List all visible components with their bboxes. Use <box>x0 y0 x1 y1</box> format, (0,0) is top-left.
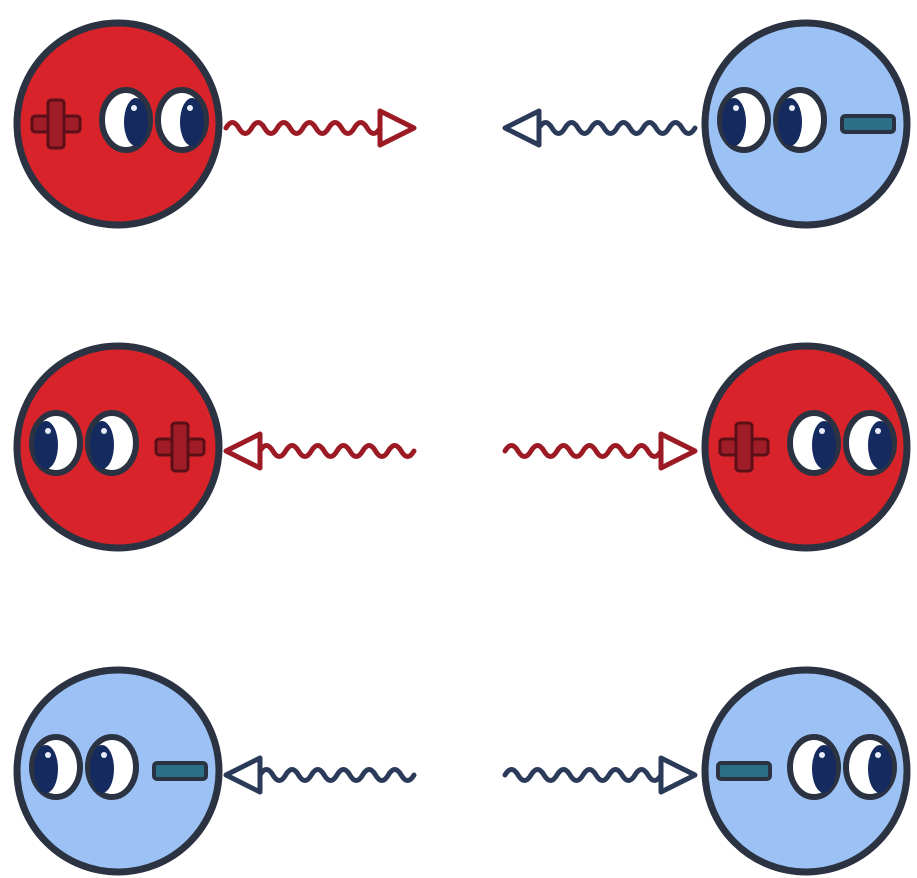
arrow-wave <box>502 443 664 459</box>
pupil <box>778 98 802 146</box>
pupil <box>90 421 114 469</box>
arrowhead-right-icon <box>658 755 698 795</box>
arrow-wave <box>502 767 664 783</box>
pupil <box>90 745 114 793</box>
pupil <box>180 98 204 146</box>
eye-glint <box>789 105 795 111</box>
pupil <box>812 421 836 469</box>
left-charge-negative <box>13 666 223 876</box>
plus-sign-icon <box>154 421 206 473</box>
pupil <box>812 745 836 793</box>
arrow-wave <box>257 767 417 783</box>
eye-glint <box>875 428 881 434</box>
plus-vertical-bar <box>734 421 754 473</box>
right-charge-negative <box>701 19 911 229</box>
arrowhead-left-icon <box>223 755 263 795</box>
eye-left <box>787 410 841 476</box>
minus-sign-icon <box>716 761 772 781</box>
pupil <box>124 98 148 146</box>
arrowhead-right-icon <box>658 431 698 471</box>
left-force-arrow <box>223 431 417 471</box>
eye-glint <box>131 105 137 111</box>
right-charge-negative <box>701 666 911 876</box>
right-force-arrow <box>502 755 698 795</box>
plus-vertical-bar <box>46 98 66 150</box>
eye-right <box>843 410 897 476</box>
eye-right <box>85 410 139 476</box>
right-force-arrow <box>502 108 698 148</box>
plus-sign-icon <box>718 421 770 473</box>
pupil <box>868 745 892 793</box>
arrowhead-left-icon <box>502 108 542 148</box>
arrow-wave <box>536 120 698 136</box>
left-force-arrow <box>223 755 417 795</box>
eye-glint <box>733 105 739 111</box>
eye-glint <box>45 752 51 758</box>
eye-left <box>787 734 841 800</box>
eye-right <box>843 734 897 800</box>
eye-glint <box>101 428 107 434</box>
eye-glint <box>101 752 107 758</box>
plus-sign-icon <box>30 98 82 150</box>
left-charge-positive <box>13 19 223 229</box>
pupil <box>34 421 58 469</box>
minus-sign-icon <box>152 761 208 781</box>
eye-glint <box>819 428 825 434</box>
plus-vertical-bar <box>170 421 190 473</box>
left-charge-positive <box>13 342 223 552</box>
eye-glint <box>819 752 825 758</box>
eye-glint <box>875 752 881 758</box>
pupil <box>34 745 58 793</box>
eye-right <box>773 87 827 153</box>
pupil <box>722 98 746 146</box>
arrowhead-right-icon <box>377 108 417 148</box>
eye-left <box>29 734 83 800</box>
arrow-wave <box>257 443 417 459</box>
eye-left <box>29 410 83 476</box>
eye-left <box>717 87 771 153</box>
eye-right <box>85 734 139 800</box>
eye-glint <box>187 105 193 111</box>
right-charge-positive <box>701 342 911 552</box>
arrow-wave <box>223 120 383 136</box>
eye-glint <box>45 428 51 434</box>
arrowhead-left-icon <box>223 431 263 471</box>
eye-right <box>155 87 209 153</box>
left-force-arrow <box>223 108 417 148</box>
pupil <box>868 421 892 469</box>
minus-sign-icon <box>840 114 896 134</box>
right-force-arrow <box>502 431 698 471</box>
eye-left <box>99 87 153 153</box>
